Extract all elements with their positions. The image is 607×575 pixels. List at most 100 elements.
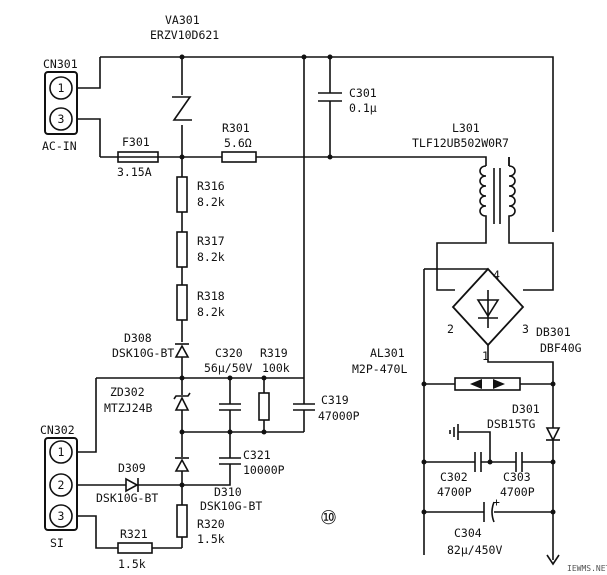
junction-dot (179, 375, 185, 381)
d308-value: DSK10G-BT (112, 346, 174, 360)
junction-dot (487, 459, 493, 465)
diode-d308: D308 DSK10G-BT (112, 331, 190, 360)
cn302-pin3: 3 (58, 509, 65, 523)
junction-dot (550, 381, 556, 387)
capacitor-c320: C320 56μ/50V (204, 346, 253, 411)
r321-ref: R321 (120, 527, 148, 541)
r321-value: 1.5k (118, 557, 146, 571)
r301-value: 5.6Ω (224, 136, 252, 150)
r316-ref: R316 (197, 179, 225, 193)
c320-ref: C320 (215, 346, 243, 360)
junction-dot (261, 429, 267, 435)
zd302-value: MTZJ24B (104, 401, 153, 415)
junction-dot (550, 509, 556, 515)
junction-dot (327, 154, 333, 160)
diode-d301: D301 DSB15TG (487, 402, 561, 442)
d309-ref: D309 (118, 461, 146, 475)
d309-value: DSK10G-BT (96, 491, 158, 505)
db301-pin4: 4 (493, 268, 500, 282)
r316-value: 8.2k (197, 195, 225, 209)
c321-value: 10000P (243, 463, 285, 477)
al301-value: M2P-470L (352, 362, 407, 376)
capacitor-c302: C302 4700P (437, 452, 482, 499)
junction-dot (261, 375, 267, 381)
va301-ref: VA301 (165, 13, 200, 27)
fuse-f301: F301 3.15A (117, 135, 159, 179)
r320-value: 1.5k (197, 532, 225, 546)
junction-dot (327, 54, 333, 60)
capacitor-c321: C321 10000P (219, 448, 285, 477)
d301-value: DSB15TG (487, 417, 536, 431)
cn301-pin3: 3 (58, 112, 65, 126)
f301-ref: F301 (122, 135, 150, 149)
r317-value: 8.2k (197, 250, 225, 264)
junction-dot (421, 381, 427, 387)
resistor-r318: R318 8.2k (176, 284, 225, 321)
capacitor-c301: C301 0.1μ (318, 86, 377, 115)
d301-ref: D301 (512, 402, 540, 416)
diode-d310: D310 DSK10G-BT (174, 457, 262, 513)
junction-dot (179, 482, 185, 488)
db301-ref: DB301 (536, 325, 571, 339)
cn301-label: AC-IN (42, 139, 77, 153)
c301-value: 0.1μ (349, 101, 377, 115)
f301-value: 3.15A (117, 165, 152, 179)
cn302-pin1: 1 (58, 445, 65, 459)
r318-ref: R318 (197, 289, 225, 303)
output-arrow-icon (546, 554, 560, 566)
db301-pin3: 3 (522, 322, 529, 336)
watermark: IEWMS.NET (567, 564, 607, 573)
c303-value: 4700P (500, 485, 535, 499)
capacitor-c304: + C304 82μ/450V (447, 495, 502, 557)
c301-ref: C301 (349, 86, 377, 100)
resistor-r320: R320 1.5k (176, 504, 225, 546)
c304-polarity: + (493, 495, 500, 509)
cn302-pin2: 2 (58, 478, 65, 492)
c319-ref: C319 (321, 393, 349, 407)
junction-dot (179, 154, 185, 160)
cn301-ref: CN301 (43, 57, 78, 71)
junction-dot (301, 54, 307, 60)
r317-ref: R317 (197, 234, 225, 248)
c302-value: 4700P (437, 485, 472, 499)
r319-value: 100k (262, 361, 290, 375)
junction-dot (550, 459, 556, 465)
resistor-r301: R301 5.6Ω (221, 121, 257, 163)
connector-cn302: 1 2 3 CN302 SI (40, 423, 78, 550)
c303-ref: C303 (503, 470, 531, 484)
db301-pin2: 2 (447, 322, 454, 336)
d308-ref: D308 (124, 331, 152, 345)
choke-l301: L301 TLF12UB502W0R7 (412, 121, 516, 226)
junction-dots (179, 54, 556, 515)
resistor-r321: R321 1.5k (117, 527, 153, 571)
junction-dot (179, 54, 185, 60)
junction-dot (227, 375, 233, 381)
cn301-pin1: 1 (58, 81, 65, 95)
page-marker: ⑩ (320, 507, 337, 529)
r319-ref: R319 (260, 346, 288, 360)
c304-value: 82μ/450V (447, 543, 502, 557)
junction-dot (179, 429, 185, 435)
resistor-r317: R317 8.2k (176, 231, 225, 268)
resistor-r316: R316 8.2k (176, 176, 225, 213)
l301-ref: L301 (452, 121, 480, 135)
c302-ref: C302 (440, 470, 468, 484)
junction-dot (227, 429, 233, 435)
r301-ref: R301 (222, 121, 250, 135)
al301-ref: AL301 (370, 346, 405, 360)
db301-value: DBF40G (540, 341, 582, 355)
cn302-ref: CN302 (40, 423, 75, 437)
c320-value: 56μ/50V (204, 361, 253, 375)
capacitor-c303: C303 4700P (500, 452, 535, 499)
db301-pin1: 1 (482, 349, 489, 363)
bridge-rectifier-db301: 4 2 3 1 DB301 DBF40G (447, 267, 582, 363)
c319-value: 47000P (318, 409, 360, 423)
va301-value: ERZV10D621 (150, 28, 219, 42)
junction-dot (421, 459, 427, 465)
diode-d309: D309 DSK10G-BT (96, 461, 158, 505)
arrester-al301: AL301 M2P-470L (352, 346, 521, 391)
l301-value: TLF12UB502W0R7 (412, 136, 509, 150)
zd302-ref: ZD302 (110, 385, 145, 399)
